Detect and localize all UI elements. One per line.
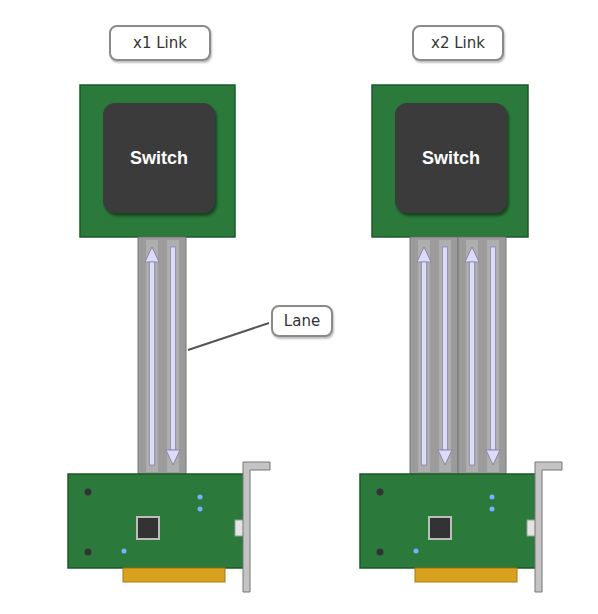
- node-label: Lane: [284, 312, 320, 330]
- leader-line: [188, 323, 269, 350]
- node-label: Switch: [422, 148, 480, 169]
- pcie-card: [68, 462, 270, 592]
- link-width-tag: x2 Link: [412, 25, 504, 61]
- switch-board: [80, 85, 235, 237]
- callout-box: Lane: [271, 305, 333, 337]
- switch-chip: Switch: [395, 103, 507, 213]
- lane: [458, 237, 506, 475]
- pcie-card: [360, 462, 562, 592]
- lane: [410, 237, 458, 475]
- switch-chip: Switch: [103, 103, 215, 213]
- node-label: x2 Link: [431, 34, 485, 52]
- lane: [138, 237, 186, 475]
- link-width-tag: x1 Link: [109, 25, 211, 61]
- node-label: Switch: [130, 148, 188, 169]
- switch-board: [372, 85, 528, 237]
- node-label: x1 Link: [133, 34, 187, 52]
